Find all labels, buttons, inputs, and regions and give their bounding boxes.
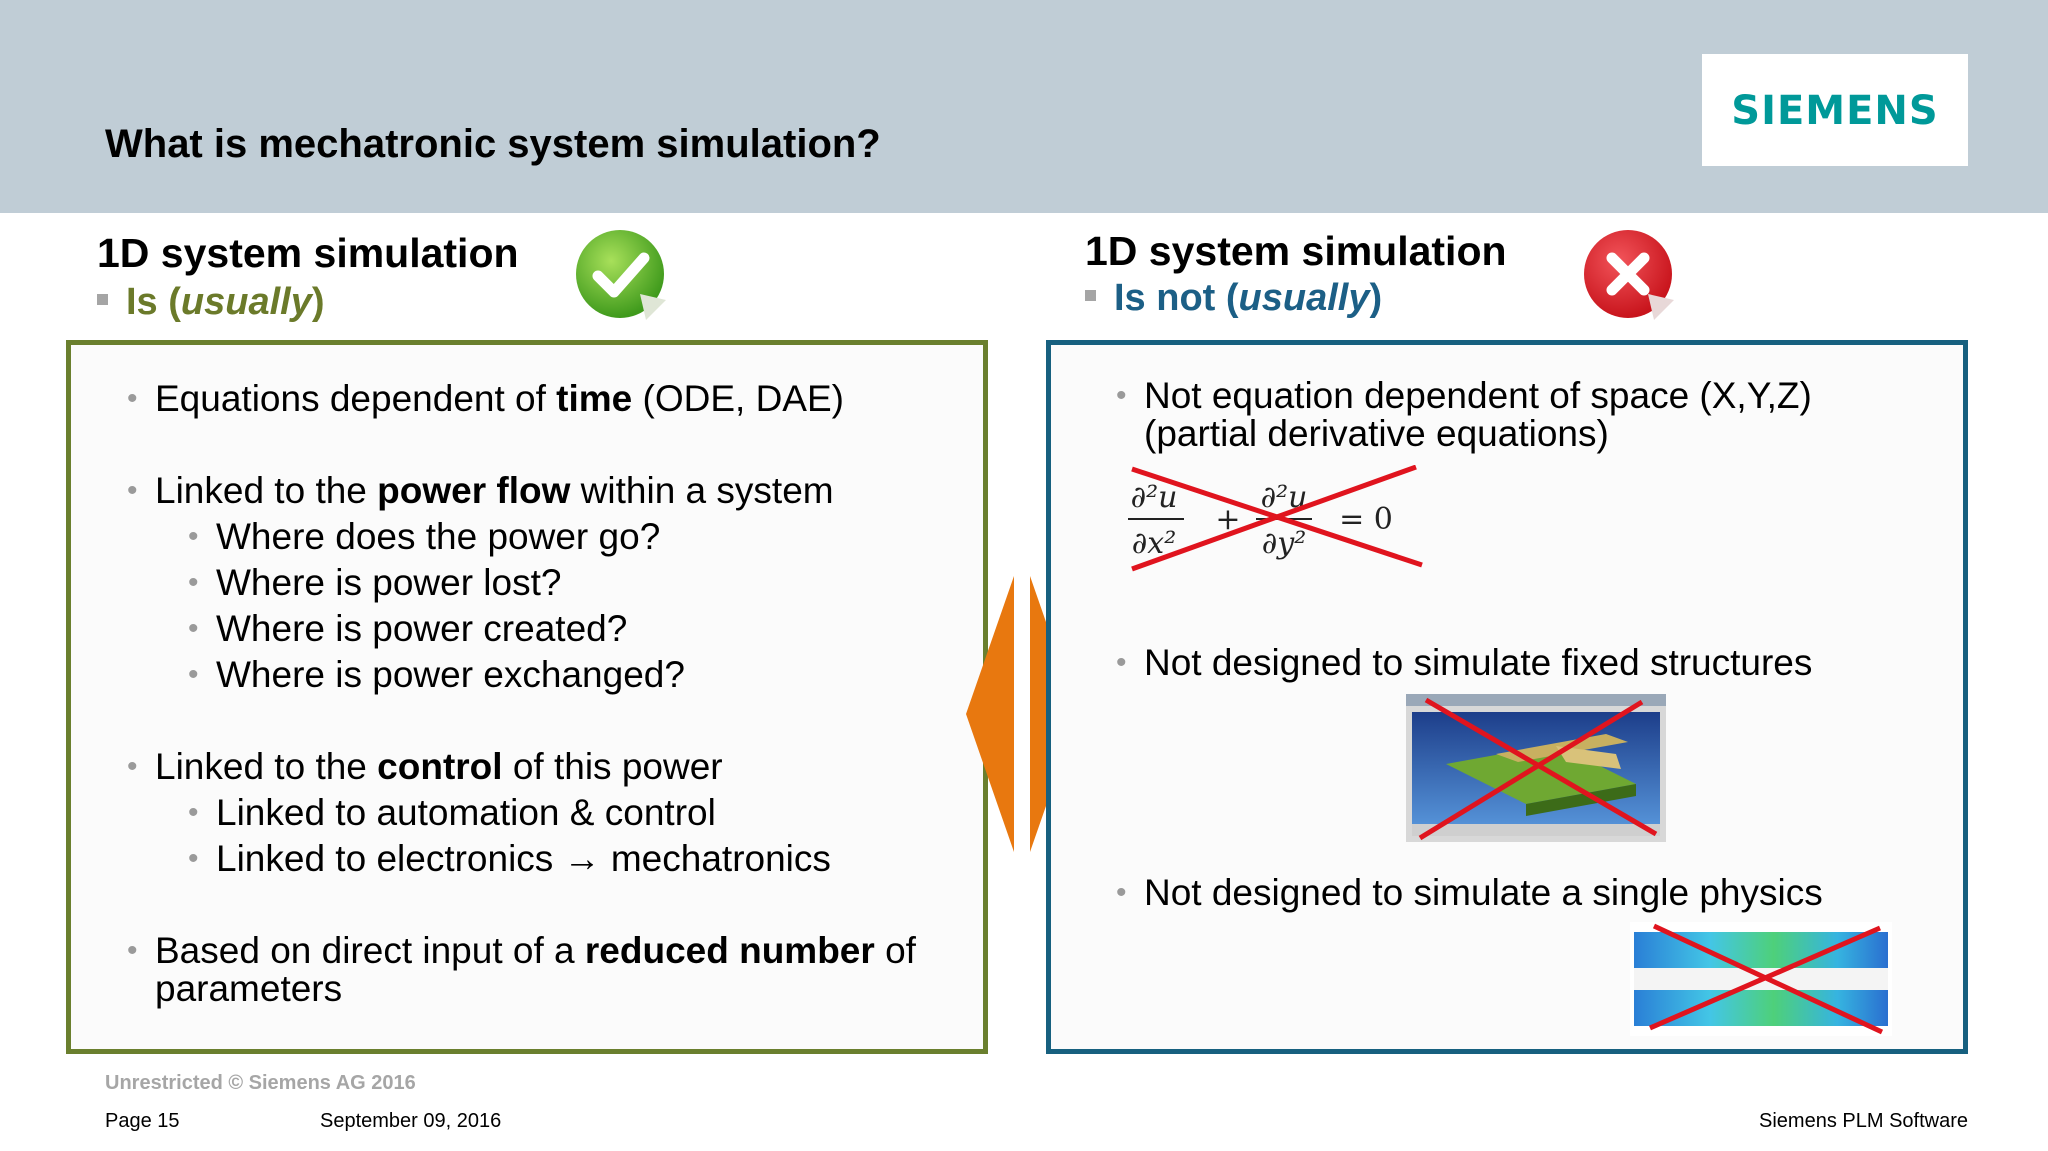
check-icon <box>576 230 666 320</box>
subtitle-italic: usually <box>180 281 312 323</box>
subtitle-prefix: Is ( <box>126 281 181 323</box>
list-subitem: •Where does the power go? <box>188 516 661 557</box>
left-column-title: 1D system simulation <box>97 230 519 276</box>
list-subitem: •Where is power lost? <box>188 562 562 603</box>
crossed-out-pde-equation: ∂²u ∂x² + ∂²u ∂y² = 0 <box>1128 465 1423 572</box>
right-column-title: 1D system simulation <box>1085 228 1507 274</box>
subtitle-suffix: ) <box>1369 277 1383 319</box>
list-subitem: •Where is power created? <box>188 608 628 649</box>
square-bullet-icon <box>97 294 108 306</box>
bullet-dot-icon: • <box>127 934 138 967</box>
subtitle-prefix: Is not ( <box>1114 277 1239 319</box>
list-item-continuation: (partial derivative equations) <box>1144 413 1609 454</box>
page-number: Page 15 <box>105 1110 180 1132</box>
bullet-dot-icon: • <box>127 750 138 783</box>
bullet-dot-icon: • <box>188 566 199 599</box>
company-name: Siemens PLM Software <box>1759 1110 1968 1132</box>
bullet-dot-icon: • <box>1116 379 1127 412</box>
crossed-out-structure-image <box>1406 694 1666 842</box>
slide-title: What is mechatronic system simulation? <box>105 122 881 166</box>
bullet-dot-icon: • <box>188 842 199 875</box>
classification-label: Unrestricted © Siemens AG 2016 <box>105 1072 416 1094</box>
list-item: •Not designed to simulate a single physi… <box>1116 872 1823 913</box>
square-bullet-icon <box>1085 290 1096 302</box>
list-subitem: •Where is power exchanged? <box>188 654 685 695</box>
date: September 09, 2016 <box>320 1110 502 1132</box>
list-subitem: •Linked to automation & control <box>188 792 716 833</box>
list-item: •Not equation dependent of space (X,Y,Z) <box>1116 375 1812 416</box>
bullet-dot-icon: • <box>1116 876 1127 909</box>
subtitle-suffix: ) <box>311 281 325 323</box>
left-content-box <box>66 340 988 1054</box>
list-item: •Equations dependent of time (ODE, DAE) <box>127 378 844 419</box>
list-item-continuation: parameters <box>155 968 343 1009</box>
list-subitem: •Linked to electronics → mechatronics <box>188 838 831 879</box>
bullet-dot-icon: • <box>188 612 199 645</box>
bullet-dot-icon: • <box>188 796 199 829</box>
bullet-dot-icon: • <box>188 520 199 553</box>
crossed-out-physics-image <box>1630 922 1892 1036</box>
list-item: •Not designed to simulate fixed structur… <box>1116 642 1813 683</box>
cross-icon <box>1584 230 1674 320</box>
list-item: •Linked to the control of this power <box>127 746 723 787</box>
list-item: •Based on direct input of a reduced numb… <box>127 930 916 971</box>
bullet-dot-icon: • <box>127 382 138 415</box>
logo-text: SIEMENS <box>1731 88 1939 134</box>
svg-text:∂²u: ∂²u <box>1131 480 1178 515</box>
bullet-dot-icon: • <box>188 658 199 691</box>
left-column-subtitle: Is (usually) <box>97 281 325 324</box>
svg-text:= 0: = 0 <box>1339 502 1393 537</box>
right-column-subtitle: Is not (usually) <box>1085 277 1382 320</box>
bullet-dot-icon: • <box>127 474 138 507</box>
bullet-dot-icon: • <box>1116 646 1127 679</box>
subtitle-italic: usually <box>1238 277 1370 319</box>
siemens-logo: SIEMENS <box>1702 54 1968 166</box>
list-item: •Linked to the power flow within a syste… <box>127 470 834 511</box>
svg-text:∂y²: ∂y² <box>1262 526 1307 561</box>
